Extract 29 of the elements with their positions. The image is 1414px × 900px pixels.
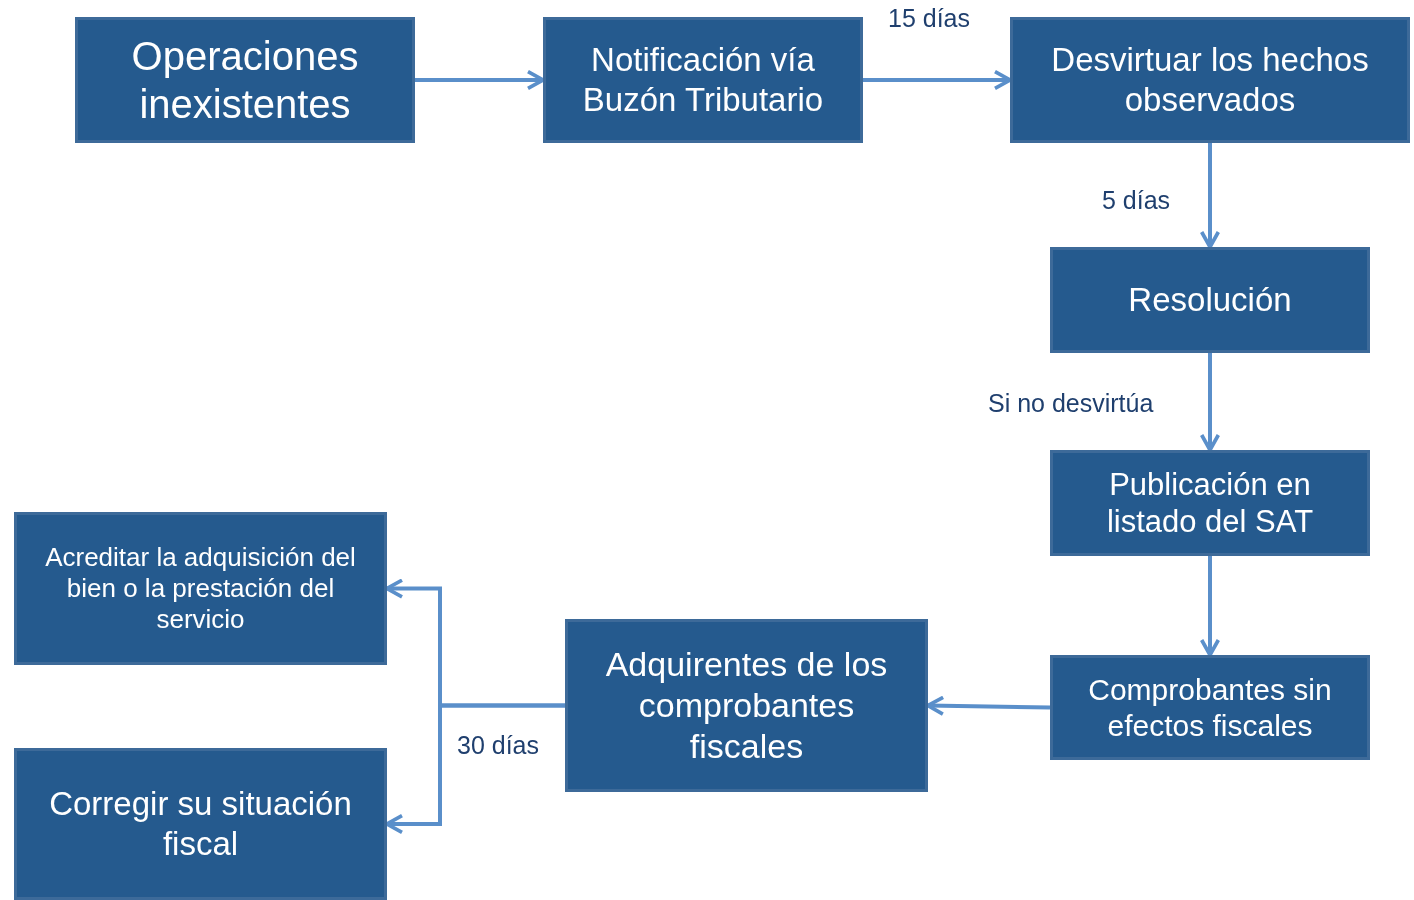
process-box: [1050, 450, 1370, 556]
box-label: Resolución: [1128, 280, 1292, 320]
box-label: Desvirtuar los hechos observados: [1050, 40, 1370, 120]
box-label: Adquirentes de los comprobantes fiscales: [604, 644, 889, 767]
edge-label: 5 días: [1102, 186, 1171, 215]
box-label: Acreditar la adquisición del bien o la prestación del servicio: [44, 541, 357, 636]
arrow: [1199, 556, 1221, 657]
process-box: [543, 17, 863, 143]
process-box: [14, 512, 387, 665]
process-box: [75, 17, 415, 143]
process-box: [14, 748, 387, 900]
arrow: [1199, 143, 1221, 249]
arrow: [863, 69, 1012, 91]
process-box: [1050, 247, 1370, 353]
edge-label: 15 días: [888, 4, 970, 33]
box-label: Comprobantes sin efectos fiscales: [1087, 671, 1333, 744]
arrow: [385, 703, 565, 835]
arrow: [926, 695, 1051, 716]
edge-label: Si no desvirtúa: [988, 389, 1154, 418]
process-box: [1010, 17, 1410, 143]
box-label: Operaciones inexistentes: [130, 33, 360, 128]
box-label: Notificación vía Buzón Tributario: [581, 40, 825, 120]
arrow: [415, 69, 545, 91]
arrow: [1199, 353, 1221, 452]
process-box: [565, 619, 928, 792]
box-label: Publicación en listado del SAT: [1105, 465, 1315, 541]
edge-label: 30 días: [457, 731, 539, 760]
box-label: Corregir su situación fiscal: [48, 784, 353, 864]
process-box: [1050, 655, 1370, 760]
